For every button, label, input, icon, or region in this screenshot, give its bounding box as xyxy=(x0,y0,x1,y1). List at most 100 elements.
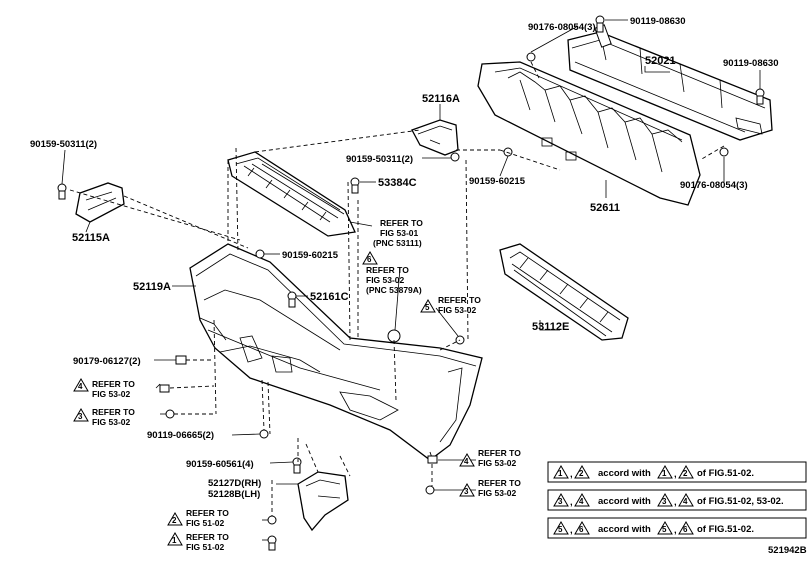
ref5-triangle-number: 3 xyxy=(78,412,83,421)
label-52116A: 52116A xyxy=(422,93,460,105)
ref9-triangle xyxy=(167,532,183,546)
ref2-triangle xyxy=(362,251,378,265)
legend-row2-text1: accord with xyxy=(598,496,651,507)
hardware-top-right xyxy=(503,15,765,157)
legend-row2-tri-d: 4 xyxy=(683,497,688,506)
label-90119-06665: 90119-06665(2) xyxy=(147,430,214,441)
label-90179: 90179-06127(2) xyxy=(73,356,141,367)
ref7-line1: REFER TO xyxy=(478,478,521,488)
ref1-line1: REFER TO xyxy=(380,218,423,228)
ref1-line3: (PNC 53111) xyxy=(373,238,422,248)
label-90159-50311-mid: 90159-50311(2) xyxy=(346,154,413,165)
refer-notes: REFER TO FIG 53-01 (PNC 53111) 6 REFER T… xyxy=(73,218,521,552)
ref6-line1: REFER TO xyxy=(478,448,521,458)
ref4-line1: REFER TO xyxy=(92,379,135,389)
legend-row1-tri-b: 2 xyxy=(579,469,584,478)
label-52161C: 52161C xyxy=(310,291,349,303)
svg-text:,: , xyxy=(674,525,677,536)
label-90159-60561: 90159-60561(4) xyxy=(186,459,254,470)
ref7-triangle-number: 3 xyxy=(464,487,469,496)
svg-text:,: , xyxy=(674,469,677,480)
label-90159-50311-left: 90159-50311(2) xyxy=(30,139,97,150)
legend: 1 , 2 accord with 1 , 2 of FIG.51-02. 3 … xyxy=(547,461,807,539)
label-diagram-id: 521942B xyxy=(768,545,807,556)
svg-text:,: , xyxy=(674,497,677,508)
ref3-triangle-number: 5 xyxy=(425,303,430,312)
legend-row3-tri-d: 6 xyxy=(683,525,688,534)
label-53384C: 53384C xyxy=(378,177,417,189)
ref6-triangle xyxy=(459,453,475,467)
ref8-triangle-number: 2 xyxy=(172,516,177,525)
label-90119-top: 90119-08630 xyxy=(630,16,685,27)
ref9-triangle-number: 1 xyxy=(172,536,177,545)
upper-grille xyxy=(227,151,356,237)
ref4-triangle xyxy=(73,378,89,392)
legend-row1-text2: of FIG.51-02. xyxy=(697,468,754,479)
ref1-line2: FIG 53-01 xyxy=(380,228,419,238)
ref9-line2: FIG 51-02 xyxy=(186,542,225,552)
legend-row2-tri-b: 4 xyxy=(579,497,584,506)
ref3-line2: FIG 53-02 xyxy=(438,305,477,315)
legend-row1-tri-c: 1 xyxy=(662,469,667,478)
hardware-cover xyxy=(159,177,465,551)
ref4-line2: FIG 53-02 xyxy=(92,389,131,399)
bumper-reinforcement xyxy=(567,24,773,141)
label-52128B: 52128B(LH) xyxy=(208,489,260,500)
legend-row1-tri-d: 2 xyxy=(683,469,688,478)
ref6-line2: FIG 53-02 xyxy=(478,458,517,468)
energy-absorber xyxy=(477,61,701,206)
ref6-triangle-number: 4 xyxy=(464,457,469,466)
ref3-line1: REFER TO xyxy=(438,295,481,305)
side-bracket xyxy=(292,457,349,532)
legend-row2-tri-c: 3 xyxy=(662,497,667,506)
svg-text:,: , xyxy=(570,469,573,480)
ref4-triangle-number: 4 xyxy=(78,382,83,391)
bracket-right xyxy=(411,119,460,162)
ref9-line1: REFER TO xyxy=(186,532,229,542)
label-90119-right: 90119-08630 xyxy=(723,58,778,69)
ref7-triangle xyxy=(459,483,475,497)
legend-row2 xyxy=(547,489,807,511)
ref8-line1: REFER TO xyxy=(186,508,229,518)
label-52021: 52021 xyxy=(645,55,676,67)
ref2-line3: (PNC 53879A) xyxy=(366,285,422,295)
label-90176-top: 90176-08054(3) xyxy=(528,22,596,33)
part-labels: 90176-08054(3) 90119-08630 52021 90119-0… xyxy=(30,16,807,556)
assembly-lines xyxy=(69,61,725,516)
legend-row3-text2: of FIG.51-02. xyxy=(697,524,754,535)
label-90176-right: 90176-08054(3) xyxy=(680,180,748,191)
legend-row1-text1: accord with xyxy=(598,468,651,479)
legend-row3 xyxy=(547,517,807,539)
ref5-line2: FIG 53-02 xyxy=(92,417,131,427)
ref2-triangle-number: 6 xyxy=(367,255,372,264)
legend-row1-tri-a: 1 xyxy=(558,469,563,478)
bracket-left xyxy=(57,182,125,223)
label-52127D: 52127D(RH) xyxy=(208,478,261,489)
ref2-line2: FIG 53-02 xyxy=(366,275,405,285)
legend-row3-text1: accord with xyxy=(598,524,651,535)
ref3-triangle xyxy=(420,299,436,313)
ref5-triangle xyxy=(73,408,89,422)
lower-grille xyxy=(499,243,629,341)
legend-row3-tri-a: 5 xyxy=(558,525,563,534)
label-90159-60215-left: 90159-60215 xyxy=(282,250,339,261)
svg-text:,: , xyxy=(570,497,573,508)
legend-row1 xyxy=(547,461,807,483)
label-52115A: 52115A xyxy=(72,232,110,244)
bumper-cover xyxy=(189,243,483,461)
label-90159-60215-mid: 90159-60215 xyxy=(469,176,526,187)
ref2-line1: REFER TO xyxy=(366,265,409,275)
legend-row2-text2: of FIG.51-02, 53-02. xyxy=(697,496,784,507)
ref8-triangle xyxy=(167,512,183,526)
ref7-line2: FIG 53-02 xyxy=(478,488,517,498)
svg-text:,: , xyxy=(570,525,573,536)
legend-row2-tri-a: 3 xyxy=(558,497,563,506)
label-52119A: 52119A xyxy=(133,281,171,293)
label-53112E: 53112E xyxy=(532,321,569,333)
legend-row3-tri-b: 6 xyxy=(579,525,584,534)
ref5-line1: REFER TO xyxy=(92,407,135,417)
ref8-line2: FIG 51-02 xyxy=(186,518,225,528)
legend-row3-tri-c: 5 xyxy=(662,525,667,534)
